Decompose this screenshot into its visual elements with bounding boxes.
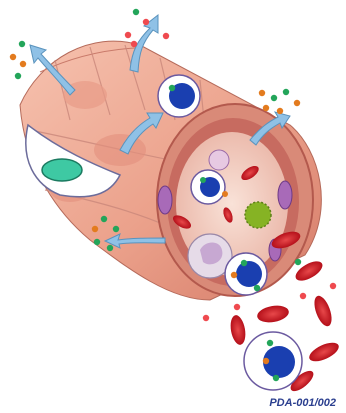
immune-cell-lower xyxy=(225,253,267,295)
figure-caption: PDA-001/002 xyxy=(269,397,336,409)
immune-cell-bottom xyxy=(244,332,302,390)
bacterium xyxy=(245,202,271,228)
immune-cell xyxy=(209,150,229,170)
immune-cell-top xyxy=(158,75,200,117)
